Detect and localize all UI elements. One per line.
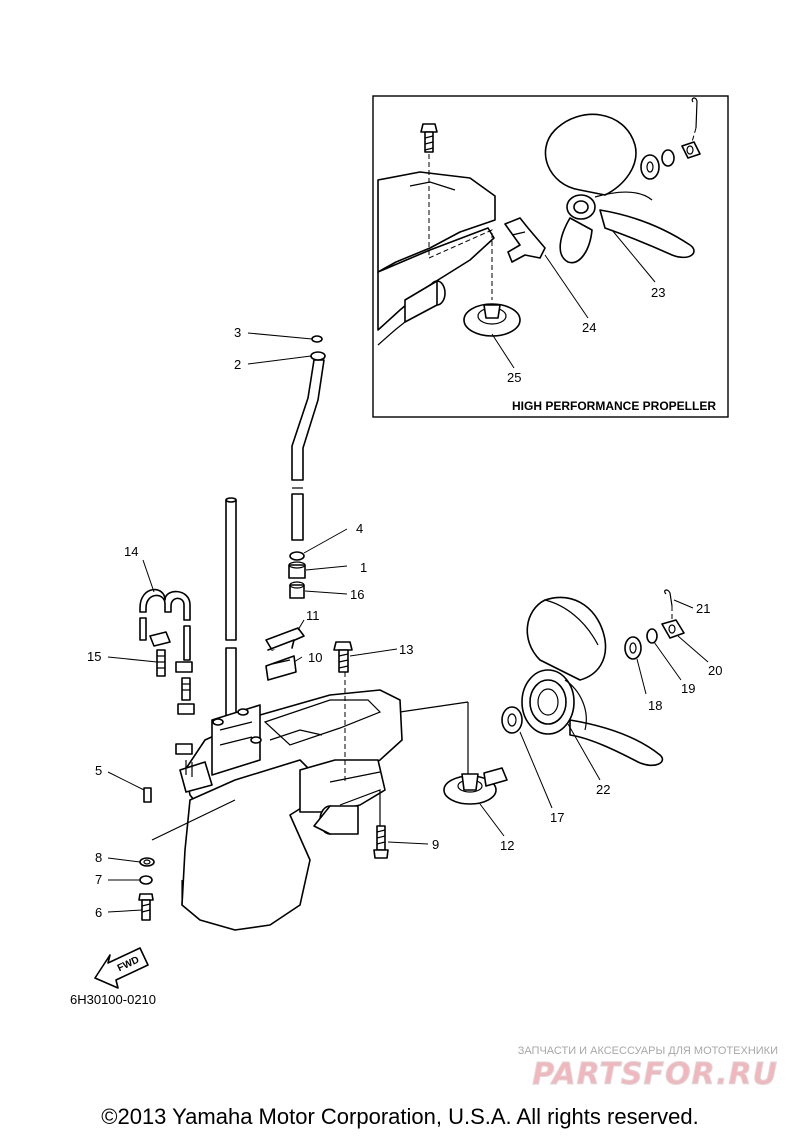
leader-25 xyxy=(491,333,515,369)
inset-dashed-axis xyxy=(428,154,493,300)
rod-seals xyxy=(288,551,306,599)
anodes xyxy=(265,627,305,681)
water-tube xyxy=(139,588,191,661)
callout-25: 25 xyxy=(507,370,521,385)
callout-2: 2 xyxy=(234,357,241,372)
callout-1: 1 xyxy=(360,560,367,575)
leader-lines xyxy=(107,332,709,913)
callout-18: 18 xyxy=(648,698,662,713)
inset-bolt xyxy=(420,123,438,153)
callout-16: 16 xyxy=(350,587,364,602)
callout-12: 12 xyxy=(500,838,514,853)
thrust-washer xyxy=(443,767,508,805)
callout-7: 7 xyxy=(95,872,102,887)
leader-23 xyxy=(611,229,656,283)
inset-title: HIGH PERFORMANCE PROPELLER xyxy=(512,399,716,413)
inset-thrust-washer xyxy=(463,303,521,337)
callout-labels: 1 2 3 4 5 6 7 8 9 10 11 12 13 14 15 16 1… xyxy=(87,285,722,920)
leader-24 xyxy=(544,254,589,319)
dowel-pin xyxy=(143,787,152,803)
propeller-hardware xyxy=(624,589,685,660)
casing-fasteners xyxy=(138,857,155,921)
callout-19: 19 xyxy=(681,681,695,696)
drawing-code: 6H30100-0210 xyxy=(70,992,156,1007)
callout-13: 13 xyxy=(399,642,413,657)
lower-casing xyxy=(179,689,403,931)
callout-23: 23 xyxy=(651,285,665,300)
callout-24: 24 xyxy=(582,320,596,335)
callout-17: 17 xyxy=(550,810,564,825)
watermark-tagline: ЗАПЧАСТИ И АКСЕССУАРЫ ДЛЯ МОТОТЕХНИКИ xyxy=(518,1045,778,1057)
callout-5: 5 xyxy=(95,763,102,778)
inset-hardware xyxy=(640,97,701,180)
callout-11: 11 xyxy=(306,608,320,623)
callout-14: 14 xyxy=(124,544,138,559)
exploded-path-lines-2 xyxy=(151,789,381,841)
callout-8: 8 xyxy=(95,850,102,865)
callout-20: 20 xyxy=(708,663,722,678)
watermark-logo: PARTSFOR.RU xyxy=(532,1057,778,1092)
inset-propeller xyxy=(544,113,695,264)
watermark: ЗАПЧАСТИ И АКСЕССУАРЫ ДЛЯ МОТОТЕХНИКИ PA… xyxy=(518,1045,778,1093)
bolt-9 xyxy=(373,825,389,859)
fwd-arrow-icon: FWD xyxy=(94,947,149,989)
exploded-path-lines xyxy=(329,701,469,783)
inset-panel: HIGH PERFORMANCE PROPELLER xyxy=(372,95,729,418)
copyright-notice: ©2013 Yamaha Motor Corporation, U.S.A. A… xyxy=(101,1104,698,1129)
callout-3: 3 xyxy=(234,325,241,340)
callout-6: 6 xyxy=(95,905,102,920)
callout-21: 21 xyxy=(696,601,710,616)
bolt-13 xyxy=(333,641,353,673)
propeller xyxy=(521,596,664,767)
callout-22: 22 xyxy=(596,782,610,797)
inset-spacer xyxy=(504,217,546,263)
callout-4: 4 xyxy=(356,521,363,536)
inset-gear-case xyxy=(377,171,496,346)
shift-rod xyxy=(291,335,326,541)
callout-15: 15 xyxy=(87,649,101,664)
spacer xyxy=(501,706,523,734)
drive-shaft xyxy=(225,497,237,721)
hose-fittings xyxy=(149,631,195,755)
callout-10: 10 xyxy=(308,650,322,665)
callout-9: 9 xyxy=(432,837,439,852)
